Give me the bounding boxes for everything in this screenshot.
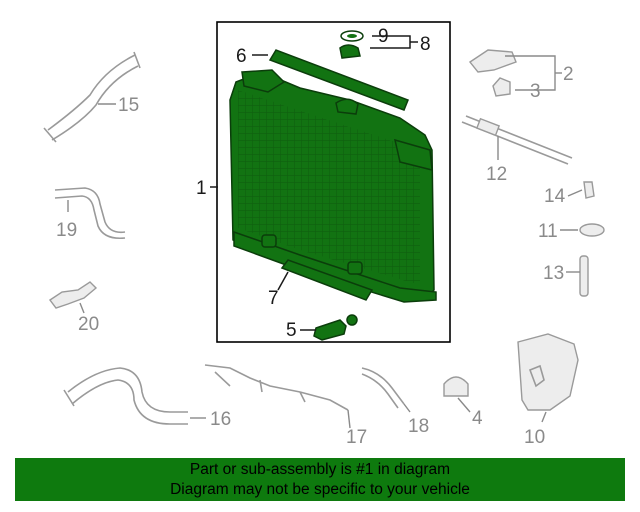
callout-10: 10 bbox=[524, 427, 545, 448]
bracket-2[interactable] bbox=[468, 49, 517, 73]
callout-12: 12 bbox=[486, 164, 507, 185]
callout-16: 16 bbox=[210, 409, 231, 430]
callout-17: 17 bbox=[346, 427, 367, 448]
callout-8: 8 bbox=[420, 34, 431, 55]
callout-7: 7 bbox=[268, 288, 279, 309]
callout-1: 1 bbox=[196, 178, 207, 199]
cushion-3[interactable] bbox=[492, 77, 511, 97]
assembly-notice-banner: Part or sub-assembly is #1 in diagram Di… bbox=[15, 458, 625, 501]
radiator-cap[interactable] bbox=[339, 44, 361, 59]
pin-13[interactable] bbox=[579, 255, 589, 297]
callout-11: 11 bbox=[538, 221, 558, 242]
clip-14[interactable] bbox=[583, 181, 595, 199]
cushion-4[interactable] bbox=[443, 376, 469, 397]
upper-hose-15[interactable] bbox=[47, 54, 139, 141]
assembly-frame bbox=[216, 21, 451, 343]
drain-cushion[interactable] bbox=[346, 314, 358, 326]
reserve-tank-10[interactable] bbox=[517, 333, 579, 411]
overflow-hose-18[interactable] bbox=[361, 367, 405, 409]
callout-9: 9 bbox=[378, 26, 389, 47]
notice-line-1: Part or sub-assembly is #1 in diagram bbox=[189, 461, 451, 478]
harness-17[interactable] bbox=[204, 364, 349, 411]
hose-19[interactable] bbox=[54, 187, 126, 240]
callout-20: 20 bbox=[78, 314, 99, 335]
callout-2: 2 bbox=[563, 64, 574, 85]
radiator-core[interactable] bbox=[229, 69, 437, 303]
callout-6: 6 bbox=[236, 46, 247, 67]
callout-5: 5 bbox=[286, 320, 297, 341]
sensor-20[interactable] bbox=[48, 281, 98, 309]
upper-mount-strip[interactable] bbox=[268, 49, 409, 111]
lower-hose-16[interactable] bbox=[67, 367, 188, 425]
notice-line-2: Diagram may not be specific to your vehi… bbox=[170, 481, 470, 498]
lower-mount-strip[interactable] bbox=[280, 259, 374, 301]
callout-19: 19 bbox=[56, 220, 77, 241]
cushion-11[interactable] bbox=[579, 223, 605, 237]
callout-4: 4 bbox=[472, 408, 483, 429]
callout-13: 13 bbox=[543, 263, 564, 284]
callout-3: 3 bbox=[530, 81, 541, 102]
callout-14: 14 bbox=[544, 186, 566, 207]
drain-plug[interactable] bbox=[313, 319, 347, 341]
callout-15: 15 bbox=[118, 95, 139, 116]
callout-18: 18 bbox=[408, 416, 429, 437]
